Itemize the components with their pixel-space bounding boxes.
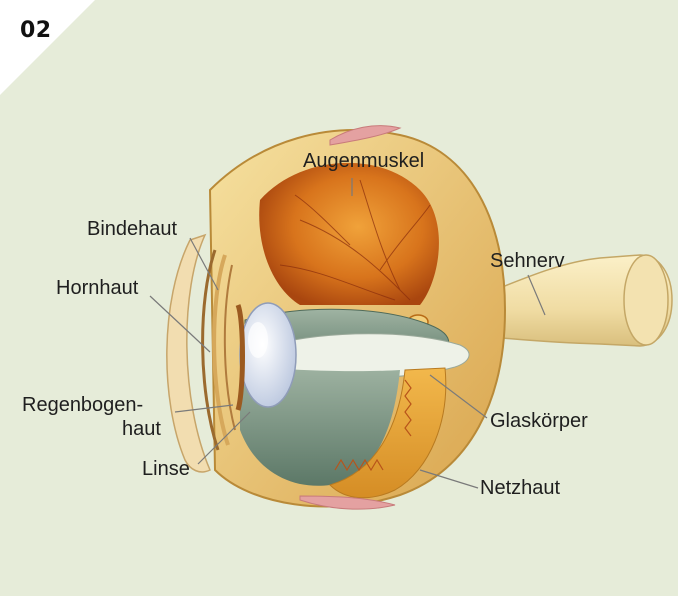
label-regenbogenhaut-line1: Regenbogen- [22,394,143,416]
label-netzhaut: Netzhaut [480,477,560,499]
label-glaskoerper: Glaskörper [490,410,588,432]
figure-number: 02 [20,18,52,43]
label-bindehaut: Bindehaut [87,218,177,240]
label-sehnerv: Sehnerv [490,250,565,272]
label-augenmuskel: Augenmuskel [303,150,424,172]
label-hornhaut: Hornhaut [56,277,138,299]
label-regenbogenhaut-line2: haut [122,418,161,440]
label-linse: Linse [142,458,190,480]
